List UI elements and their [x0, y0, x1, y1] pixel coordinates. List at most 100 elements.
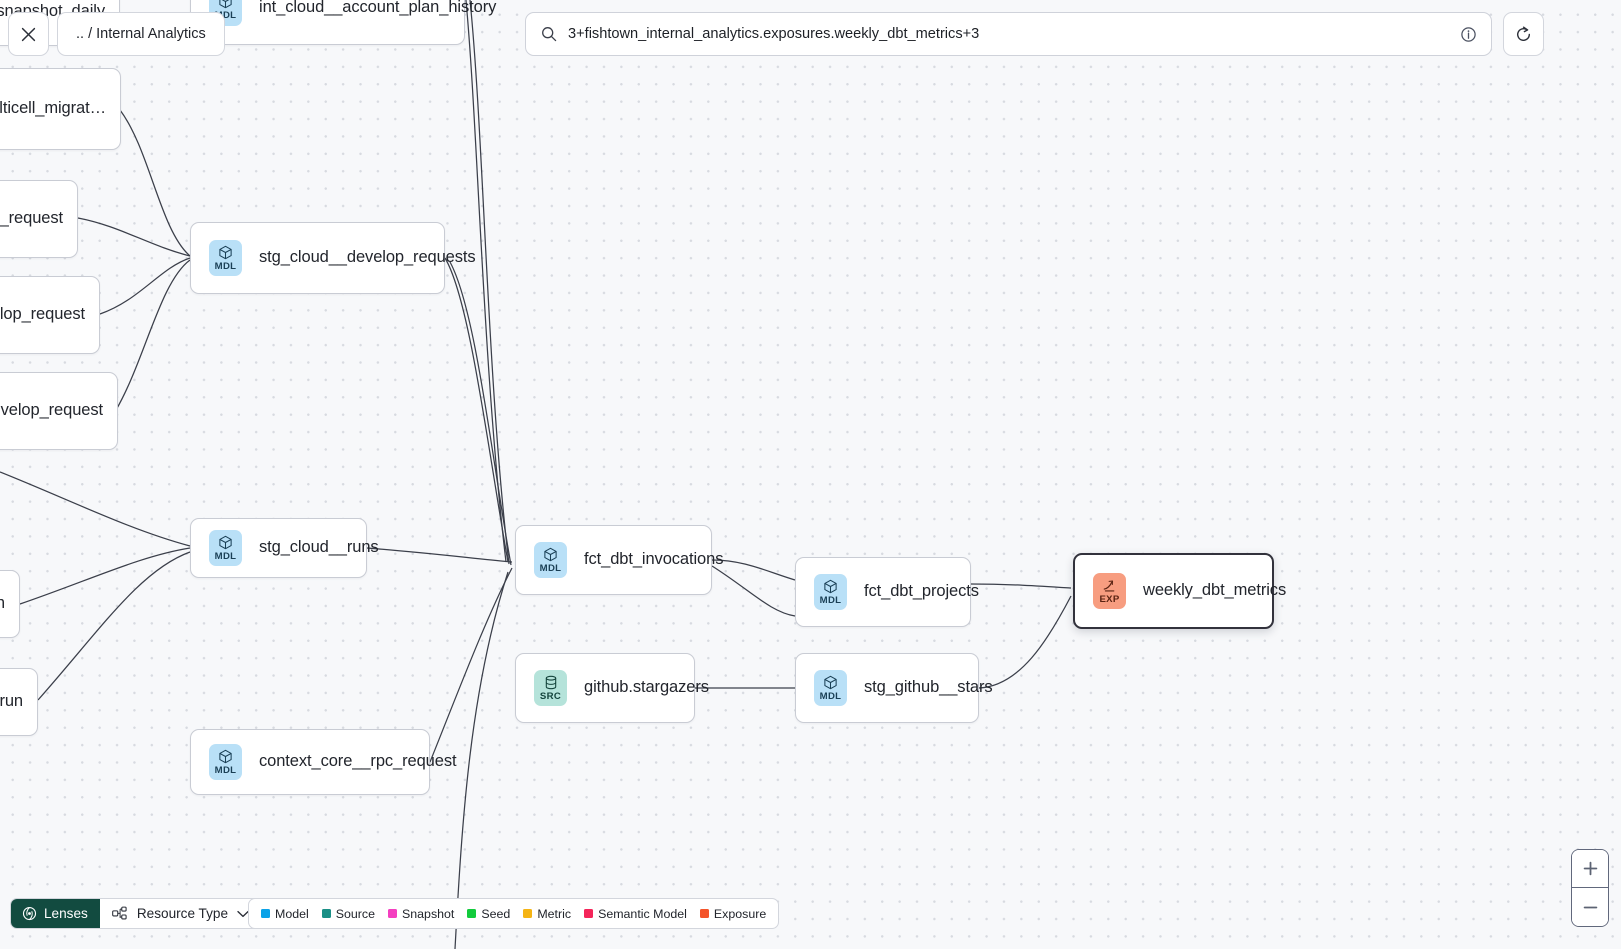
- lenses-button[interactable]: Lenses: [11, 899, 100, 928]
- legend-item[interactable]: Exposure: [699, 906, 767, 921]
- legend-swatch-icon: [584, 909, 594, 918]
- lineage-edge: [37, 551, 191, 701]
- lineage-node-develop_request_a[interactable]: p_request: [0, 180, 78, 258]
- lineage-node-fct_dbt_invocations[interactable]: MDL fct_dbt_invocations: [515, 525, 723, 595]
- lineage-edge: [465, 0, 507, 563]
- lineage-edge: [449, 261, 512, 566]
- legend-item[interactable]: Snapshot: [388, 907, 454, 921]
- lenses-label: Lenses: [44, 906, 88, 921]
- lineage-node-multicell_migration[interactable]: multicell_migrat…: [0, 68, 121, 150]
- lineage-node-label: stg_github__stars: [864, 678, 993, 697]
- close-icon: [21, 27, 36, 41]
- search-input[interactable]: 3+fishtown_internal_analytics.exposures.…: [568, 26, 980, 42]
- legend-item[interactable]: Model: [261, 907, 309, 921]
- refresh-button[interactable]: [1503, 12, 1544, 56]
- lineage-node-label: velop_request: [0, 305, 85, 324]
- resource-badge-mdl-icon: MDL: [814, 574, 847, 610]
- lineage-node-develop_request_c[interactable]: _develop_request: [0, 372, 118, 450]
- lineage-node-github_stargazers[interactable]: SRC github.stargazers: [515, 653, 709, 723]
- legend-item[interactable]: Metric: [523, 907, 571, 921]
- lineage-node-label: fct_dbt_projects: [864, 582, 979, 601]
- lineage-node-context_core__rpc_request[interactable]: MDL context_core__rpc_request: [190, 729, 457, 795]
- resource-badge-exp-icon: EXP: [1093, 573, 1126, 609]
- breadcrumb[interactable]: .. / Internal Analytics: [57, 12, 225, 56]
- lineage-node-stg_cloud__runs[interactable]: MDL stg_cloud__runs: [190, 518, 379, 578]
- legend-swatch-icon: [699, 909, 709, 918]
- lineage-node-label: int_cloud__account_plan_history: [259, 0, 497, 16]
- lineage-node-label: fct_dbt_invocations: [584, 550, 724, 569]
- close-button[interactable]: [8, 12, 49, 56]
- lineage-edge: [77, 217, 191, 257]
- legend-label: Semantic Model: [598, 906, 687, 921]
- legend-item[interactable]: Semantic Model: [584, 907, 687, 921]
- lineage-node-label: _develop_request: [0, 401, 103, 420]
- legend-label: Metric: [537, 906, 572, 921]
- refresh-icon: [1517, 26, 1530, 41]
- legend-swatch-icon: [523, 909, 533, 918]
- zoom-in-button[interactable]: [1572, 850, 1608, 888]
- lineage-edge: [19, 547, 191, 605]
- resource-badge-mdl-icon: MDL: [814, 670, 847, 706]
- lineage-edge: [444, 257, 509, 563]
- lineage-node-label: n: [0, 594, 5, 613]
- lineage-node-weekly_dbt_metrics[interactable]: EXP weekly_dbt_metrics: [1073, 553, 1286, 629]
- legend-label: Source: [335, 906, 376, 921]
- lineage-node-develop_request_b[interactable]: velop_request: [0, 276, 100, 354]
- lineage-node-label: context_core__rpc_request: [259, 752, 457, 771]
- lineage-edge: [469, 0, 510, 565]
- plus-icon: [1583, 861, 1597, 876]
- legend-swatch-icon: [388, 909, 398, 918]
- lineage-edge: [99, 257, 191, 315]
- lineage-node-fct_dbt_projects[interactable]: MDL fct_dbt_projects: [795, 557, 979, 627]
- legend-label: Model: [275, 906, 309, 921]
- lineage-node-left_run_a[interactable]: n: [0, 570, 20, 638]
- legend-swatch-icon: [321, 909, 331, 918]
- legend-swatch-icon: [467, 909, 477, 918]
- lineage-edge: [366, 547, 513, 563]
- lineage-edge: [711, 559, 796, 581]
- resource-type-icon: [111, 906, 127, 920]
- resource-type-button[interactable]: Resource Type: [99, 899, 262, 928]
- lineage-node-label: multicell_migrat…: [0, 99, 106, 118]
- lineage-node-stg_github__stars[interactable]: MDL stg_github__stars: [795, 653, 993, 723]
- lens-icon: [22, 906, 37, 921]
- lineage-node-left_run_b[interactable]: _run: [0, 668, 38, 736]
- resource-badge-mdl-icon: MDL: [209, 530, 242, 566]
- lineage-edge: [429, 567, 513, 763]
- lineage-edge: [970, 583, 1072, 589]
- lineage-edge: [711, 565, 796, 617]
- lineage-edge: [454, 571, 509, 949]
- minus-icon: [1583, 906, 1597, 908]
- lineage-edge: [0, 471, 191, 547]
- lineage-edge: [978, 595, 1072, 689]
- zoom-controls: [1571, 849, 1609, 927]
- legend-swatch-icon: [261, 909, 270, 918]
- resource-badge-src-icon: SRC: [534, 670, 567, 706]
- zoom-out-button[interactable]: [1572, 888, 1608, 926]
- breadcrumb-label: .. / Internal Analytics: [76, 26, 206, 42]
- lineage-edge: [119, 109, 191, 257]
- chevron-down-icon: [237, 910, 249, 917]
- resource-type-legend: Model Source Snapshot Seed Metric Semantic Mo…: [248, 898, 780, 929]
- legend-label: Snapshot: [402, 906, 455, 921]
- lineage-node-label: weekly_dbt_metrics: [1143, 581, 1287, 600]
- lineage-node-label: _run: [0, 692, 23, 711]
- lineage-node-label: github.stargazers: [584, 678, 709, 697]
- resource-badge-mdl-icon: MDL: [209, 744, 242, 780]
- resource-type-label: Resource Type: [136, 906, 229, 921]
- info-circle-icon[interactable]: [1460, 26, 1477, 43]
- lineage-node-label: stg_cloud__runs: [259, 538, 379, 557]
- lineage-search-bar[interactable]: 3+fishtown_internal_analytics.exposures.…: [525, 12, 1492, 56]
- legend-label: Exposure: [713, 906, 767, 921]
- lineage-node-label: stg_cloud__develop_requests: [259, 248, 476, 267]
- lenses-toolbar: Lenses Resource Type: [10, 898, 263, 929]
- legend-item[interactable]: Source: [321, 906, 376, 921]
- legend-label: Seed: [481, 906, 511, 921]
- legend-item[interactable]: Seed: [467, 907, 510, 921]
- resource-badge-mdl-icon: MDL: [534, 542, 567, 578]
- lineage-node-label: p_request: [0, 209, 63, 228]
